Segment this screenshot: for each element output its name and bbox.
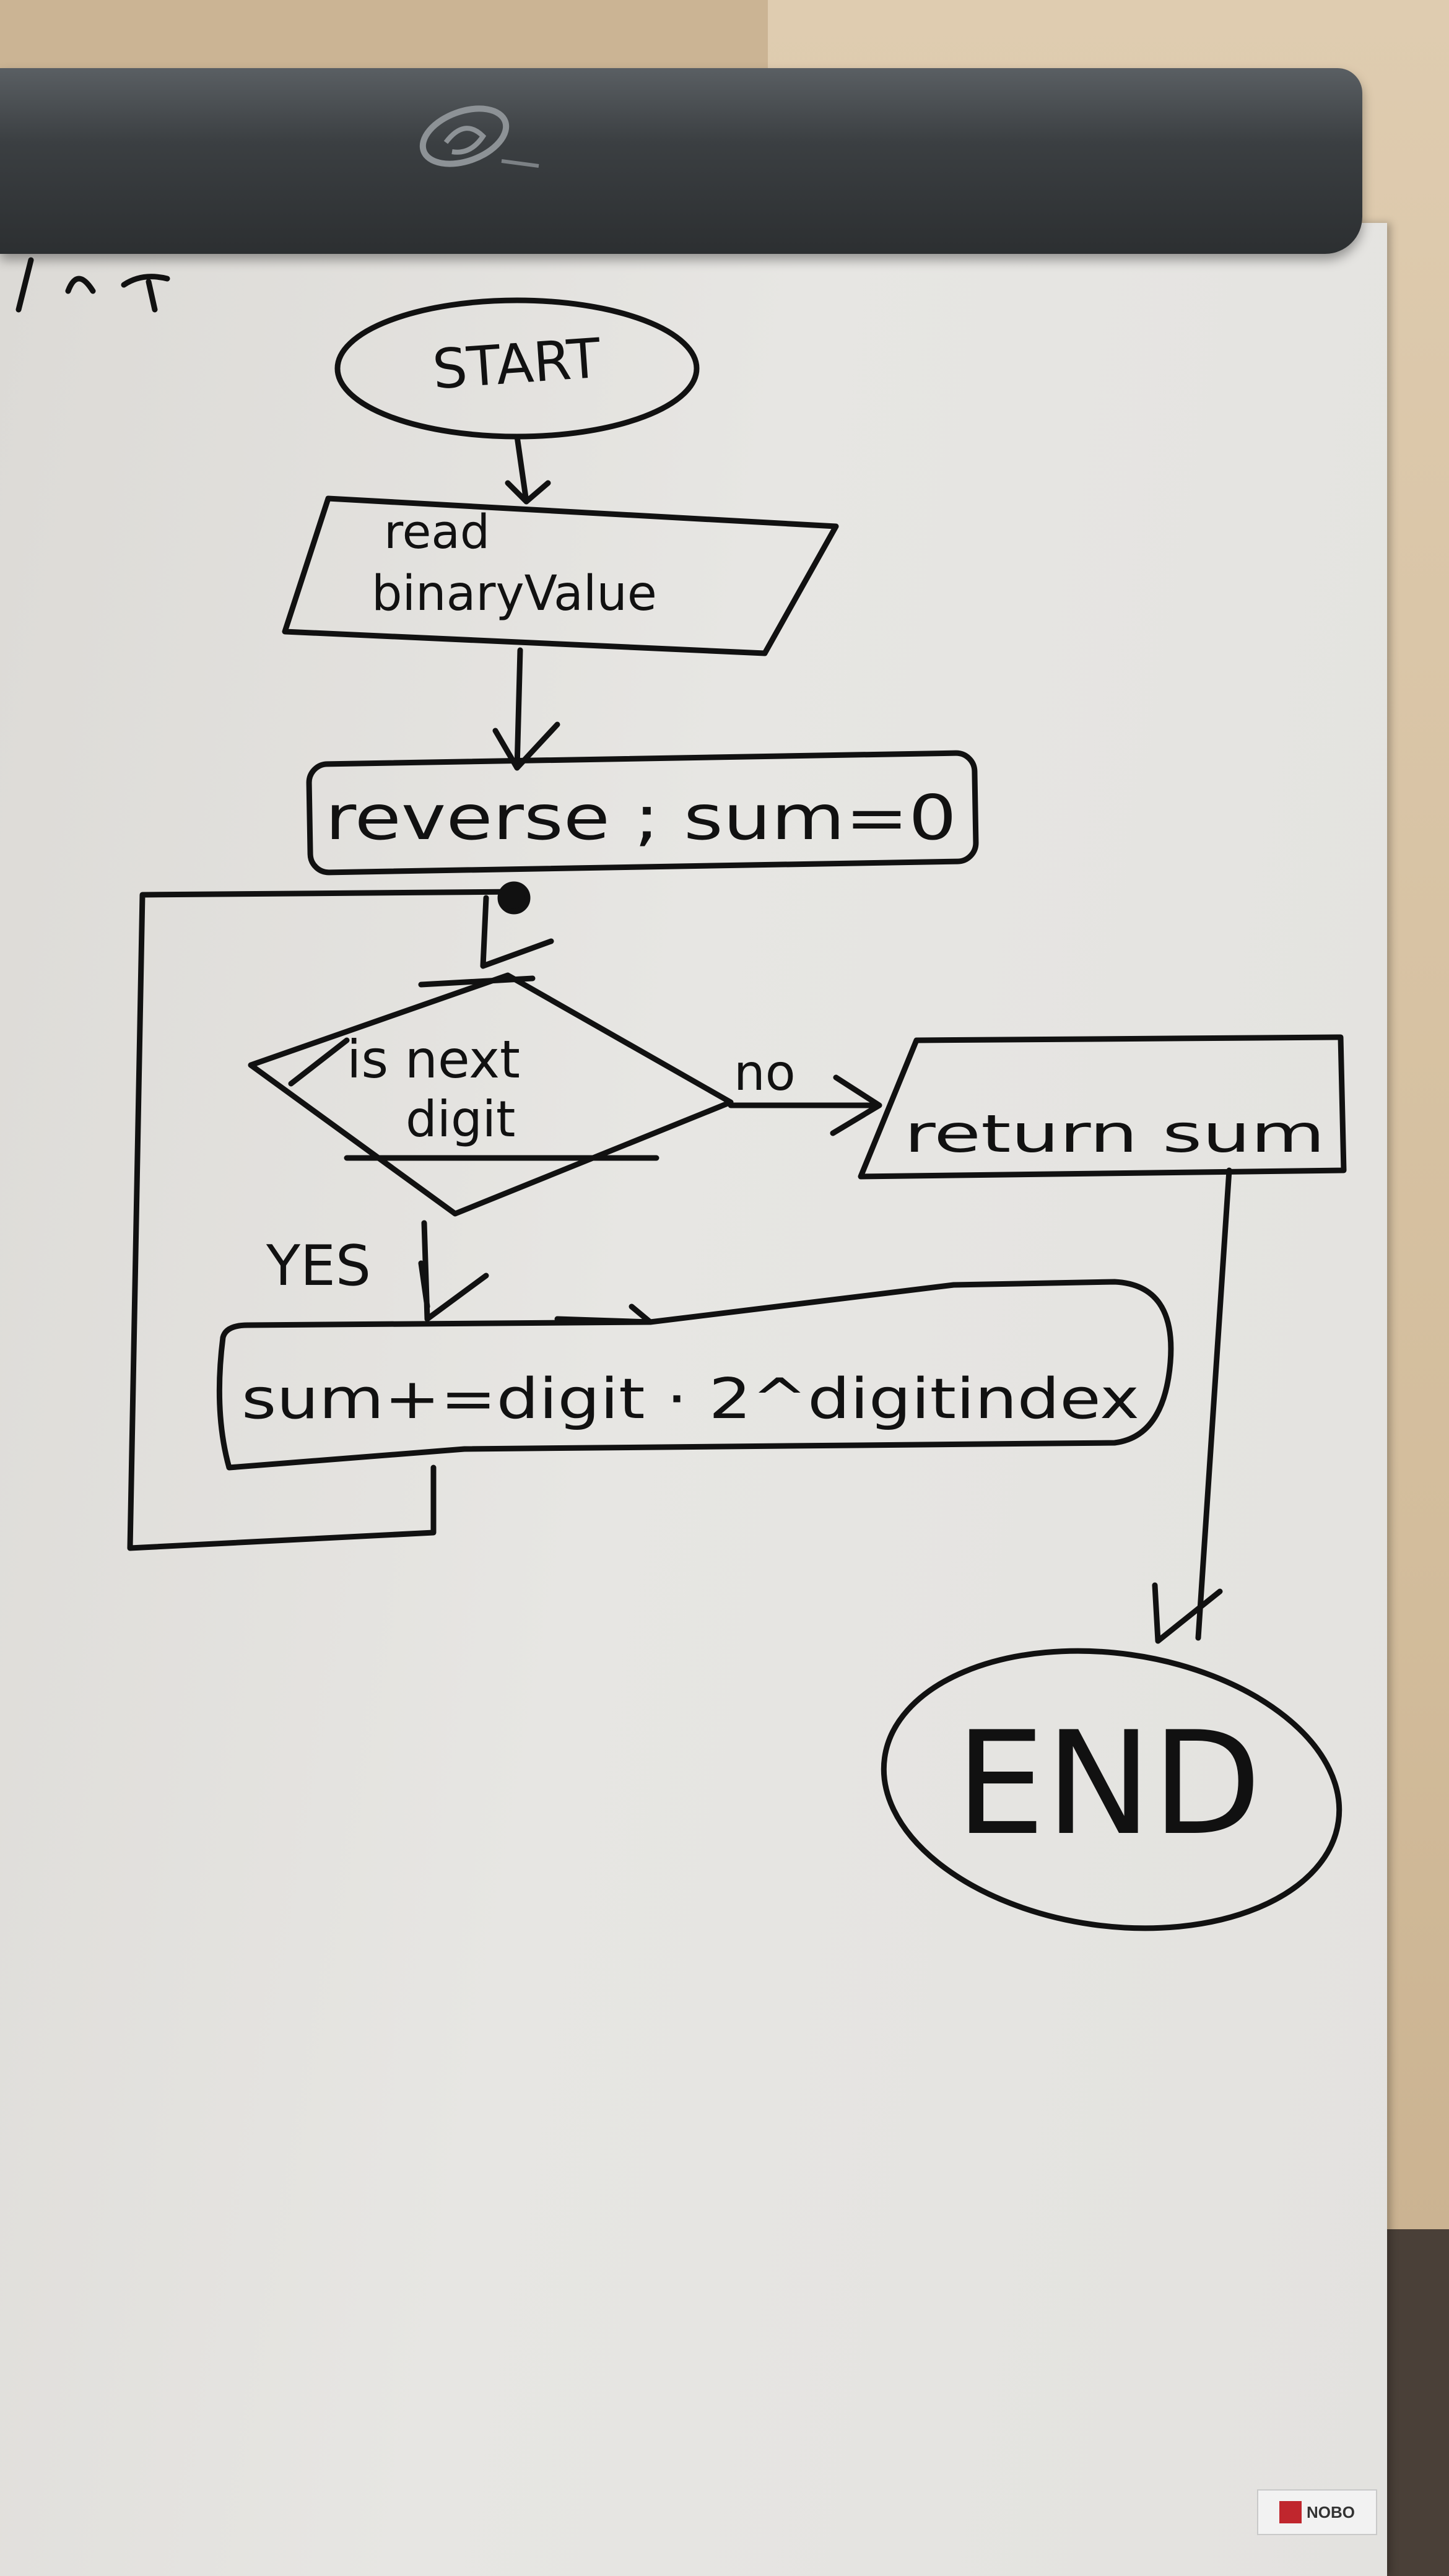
flipchart-clamp bbox=[0, 68, 1362, 254]
read-label-line2: binaryValue bbox=[372, 566, 657, 622]
edge-label-no: no bbox=[734, 1044, 796, 1102]
init-node-shape bbox=[306, 750, 979, 876]
decision-overstroke bbox=[288, 975, 659, 1161]
accumulate-label: sum+=digit · 2^digitindex bbox=[242, 1367, 1139, 1432]
return-node-shape bbox=[858, 1034, 1347, 1180]
decision-label-line1: is next bbox=[347, 1029, 520, 1090]
edge-start-read bbox=[505, 433, 551, 505]
edge-read-init bbox=[492, 647, 560, 771]
brand-icon bbox=[1279, 2501, 1302, 2523]
read-label-line1: read bbox=[384, 504, 490, 559]
decision-node-shape bbox=[248, 972, 734, 1217]
end-label: END bbox=[955, 1702, 1261, 1867]
brand-sticker: NOBO bbox=[1257, 2489, 1377, 2535]
return-label: return sum bbox=[904, 1103, 1325, 1164]
decision-label-line2: digit bbox=[406, 1090, 515, 1148]
edge-label-yes: YES bbox=[266, 1234, 371, 1299]
stray-marks bbox=[15, 257, 170, 313]
accumulate-arrowhead bbox=[554, 1303, 653, 1325]
node-labels: START read binaryValue reverse ; sum=0 i… bbox=[242, 326, 1325, 1867]
init-label: reverse ; sum=0 bbox=[325, 781, 957, 854]
read-node-shape bbox=[282, 495, 839, 656]
logo-icon bbox=[419, 105, 539, 168]
flipchart-board bbox=[0, 223, 1387, 2576]
accumulate-node-shape bbox=[216, 1279, 1174, 1471]
brand-label: NOBO bbox=[1307, 2502, 1355, 2522]
edge-decision-accumulate bbox=[418, 1220, 489, 1322]
start-label: START bbox=[430, 326, 603, 402]
edge-decision-return bbox=[728, 1074, 882, 1136]
junction-dot bbox=[497, 881, 531, 915]
edge-return-end bbox=[1152, 1167, 1232, 1644]
end-node-shape bbox=[881, 1648, 1342, 1931]
edge-loop-back bbox=[127, 889, 523, 1551]
edge-init-decision bbox=[480, 895, 554, 969]
